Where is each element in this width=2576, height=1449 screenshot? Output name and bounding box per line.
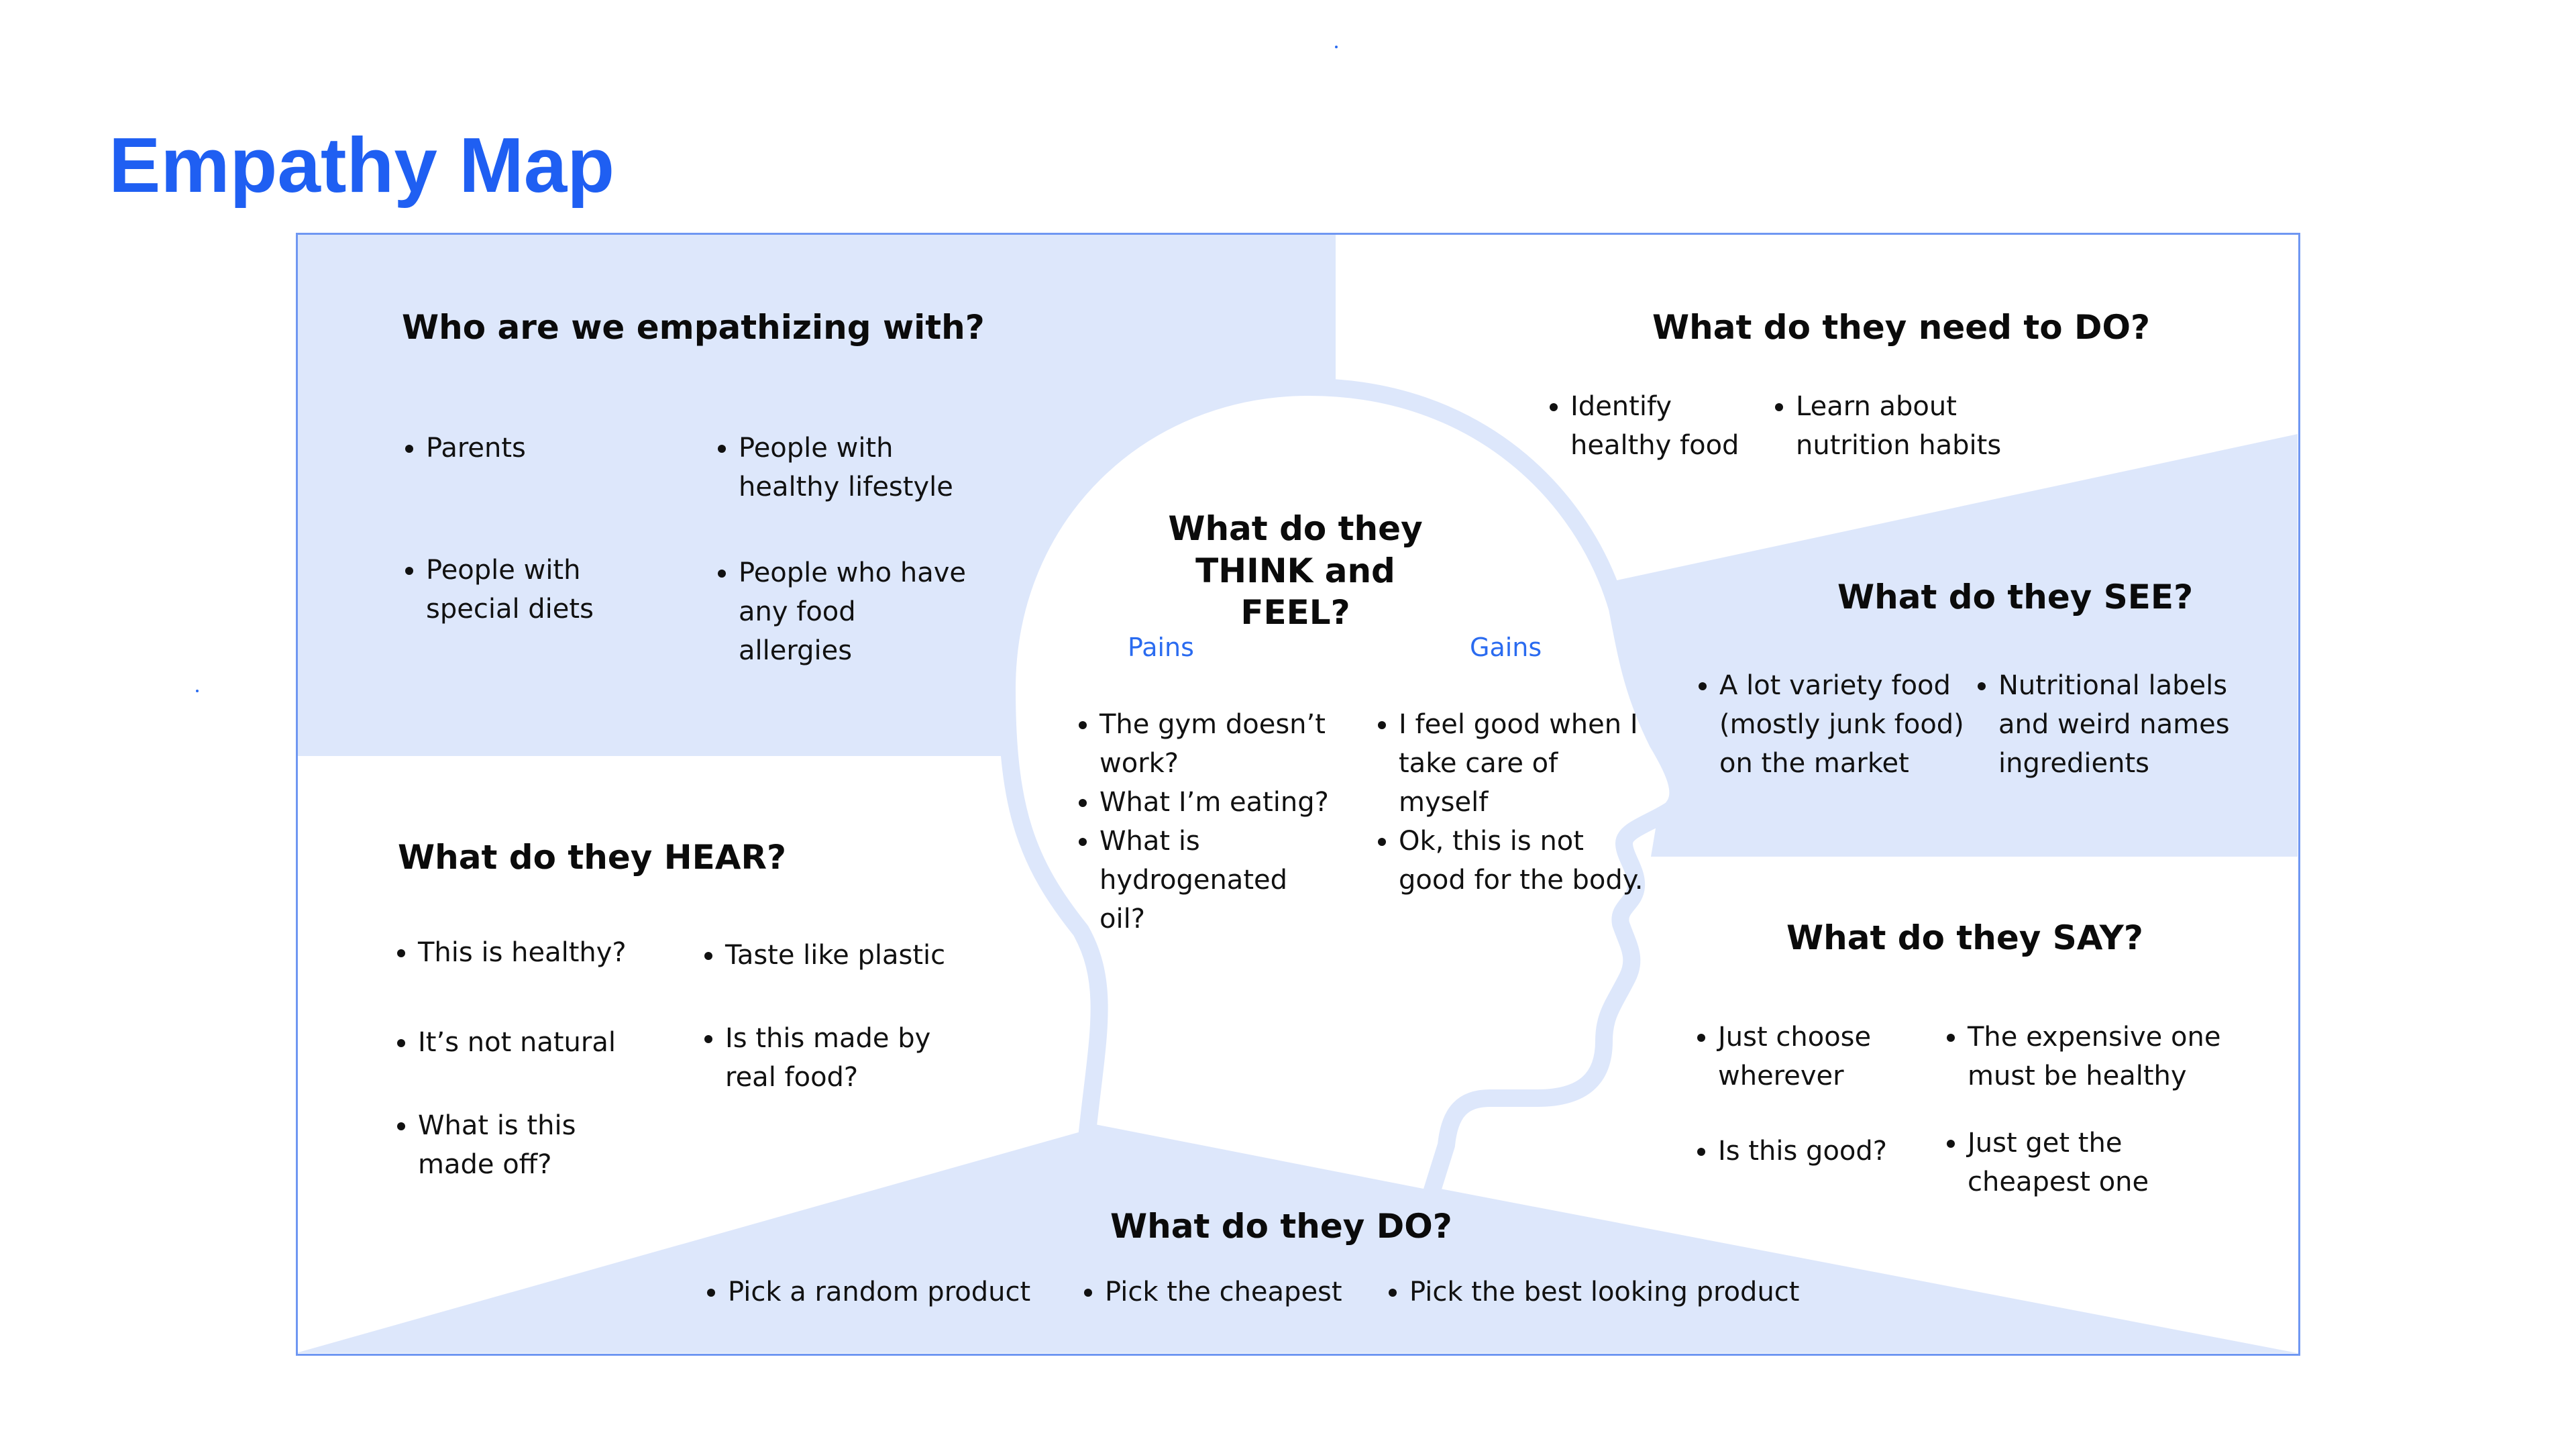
list-item: What is hydrogenated oil?: [1099, 822, 1341, 938]
list-item: This is healthy?: [418, 933, 659, 972]
list-item: Is this good?: [1718, 1132, 1933, 1171]
list-item: Taste like plastic: [725, 936, 967, 975]
need-to-do-list-col1: Identify healthy food: [1540, 387, 1772, 465]
need-to-do-heading: What do they need to DO?: [1652, 308, 2151, 347]
list-item: Just choose wherever: [1718, 1018, 1933, 1095]
list-item: Learn about nutrition habits: [1796, 387, 2017, 465]
see-list-col2: Nutritional labels and weird names ingre…: [1968, 666, 2247, 783]
list-item: Parents: [426, 429, 667, 468]
do-heading: What do they DO?: [1110, 1207, 1452, 1246]
say-list-col1: Just choose wherever Is this good?: [1687, 1018, 1933, 1171]
gains-list: I feel good when I take care of myself O…: [1368, 705, 1654, 900]
pains-label: Pains: [1128, 633, 1194, 662]
pains-list: The gym doesn’t work? What I’m eating? W…: [1069, 705, 1341, 938]
list-item: Is this made by real food?: [725, 1019, 967, 1097]
list-item: Just get the cheapest one: [1968, 1124, 2222, 1201]
stray-dot: [196, 690, 199, 692]
list-item: I feel good when I take care of myself: [1399, 705, 1654, 822]
list-item: Nutritional labels and weird names ingre…: [1998, 666, 2247, 783]
page-title: Empathy Map: [109, 121, 615, 209]
hear-list-col1: This is healthy? It’s not natural What i…: [387, 933, 659, 1184]
list-item: Pick the best looking product: [1409, 1273, 1839, 1311]
who-heading: Who are we empathizing with?: [402, 308, 985, 347]
list-item: The gym doesn’t work?: [1099, 705, 1341, 783]
empathy-map-background: [296, 233, 2298, 1353]
hear-list-col2: Taste like plastic Is this made by real …: [694, 936, 967, 1097]
list-item: What I’m eating?: [1099, 783, 1341, 822]
who-list-col2: People with healthy lifestyle People who…: [708, 429, 967, 670]
head-silhouette: [998, 378, 1687, 1209]
list-item: People who have any food allergies: [739, 553, 967, 670]
list-item: A lot variety food (mostly junk food) on…: [1719, 666, 1981, 783]
think-feel-heading: What do they THINK and FEEL?: [1168, 509, 1423, 632]
list-item: It’s not natural: [418, 1023, 659, 1062]
list-item: What is this made off?: [418, 1106, 659, 1184]
list-item: Identify healthy food: [1570, 387, 1772, 465]
do-list-col3: Pick the best looking product: [1379, 1273, 1839, 1311]
empathy-map-canvas: Who are we empathizing with? Parents Peo…: [296, 233, 2298, 1353]
do-list-col1: Pick a random product: [697, 1273, 1077, 1311]
list-item: People with healthy lifestyle: [739, 429, 967, 506]
list-item: Pick the cheapest: [1105, 1273, 1387, 1311]
do-list-col2: Pick the cheapest: [1074, 1273, 1387, 1311]
list-item: People with special diets: [426, 551, 667, 629]
list-item: The expensive one must be healthy: [1968, 1018, 2222, 1095]
say-heading: What do they SAY?: [1786, 918, 2143, 957]
say-list-col2: The expensive one must be healthy Just g…: [1937, 1018, 2222, 1201]
hear-heading: What do they HEAR?: [398, 838, 786, 877]
see-panel: [1611, 434, 2298, 857]
do-panel: [296, 1132, 2298, 1353]
who-list-col1: Parents People with special diets: [395, 429, 667, 629]
list-item: Pick a random product: [728, 1273, 1077, 1311]
need-to-do-list-col2: Learn about nutrition habits: [1765, 387, 2017, 465]
stray-dot: [1335, 46, 1338, 48]
see-list-col1: A lot variety food (mostly junk food) on…: [1688, 666, 1981, 783]
gains-label: Gains: [1470, 633, 1542, 662]
list-item: Ok, this is not good for the body.: [1399, 822, 1654, 900]
see-heading: What do they SEE?: [1837, 578, 2194, 616]
